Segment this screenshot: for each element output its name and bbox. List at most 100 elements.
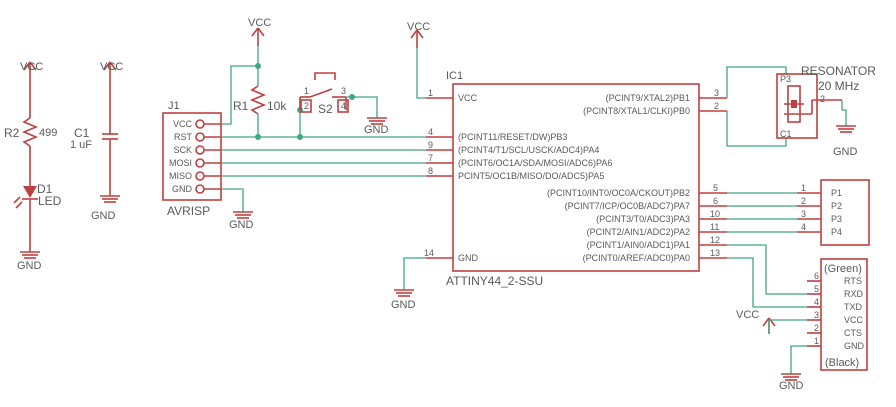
s2-pin-2: 2 <box>304 101 309 111</box>
j1-pin-rst: RST <box>174 132 193 142</box>
ic1-pin-num-5: 5 <box>713 183 718 193</box>
ftdi-pin-num-5: 5 <box>814 284 819 294</box>
resonator-pin-p3: P3 <box>780 74 791 84</box>
r2-ref: R2 <box>4 126 20 140</box>
gnd-label-c1: GND <box>91 210 116 222</box>
resonator-20mhz[interactable]: P3 2 C1 RESONATOR 20 MHz <box>776 64 876 139</box>
gnd-symbol-j1: GND <box>229 211 254 231</box>
r1-value: 10k <box>267 99 287 113</box>
ic1-pin-num-8: 8 <box>428 166 433 176</box>
gnd-symbol-s2: GND <box>364 117 389 136</box>
ic1-pin-pa5: PCINT5/OC1B/MISO/DO/ADC5)PA5 <box>458 171 604 181</box>
r2-value: 499 <box>39 127 57 139</box>
ic1-pin-pb1: (PCINT9/XTAL2)PB1 <box>606 93 690 103</box>
ftdi-pin-rxd: RXD <box>844 289 864 299</box>
header-label-p3: P3 <box>831 214 842 224</box>
vcc-label-ftdi: VCC <box>736 309 759 321</box>
ic1-pin-num-12: 12 <box>710 235 720 245</box>
ftdi-pin-txd: TXD <box>844 302 863 312</box>
ftdi-top-label: (Green) <box>824 263 862 275</box>
s2-pin-1: 1 <box>304 86 309 96</box>
header-pin-num-3: 3 <box>801 209 806 219</box>
vcc-label-r2: VCC <box>20 61 43 73</box>
ic1-pin-num-3: 3 <box>714 88 719 98</box>
resonator-pin-c1: C1 <box>780 129 792 139</box>
vcc-symbol-c1: VCC <box>100 61 123 80</box>
s2-pin-3: 3 <box>341 86 346 96</box>
ic1-ref: IC1 <box>446 70 463 82</box>
j1-pin-vcc: VCC <box>173 119 193 129</box>
ic1-pin-gnd: GND <box>458 253 479 263</box>
gnd-label-ic1: GND <box>391 299 416 311</box>
vcc-label-r1: VCC <box>248 17 271 29</box>
s2-pin-4: 4 <box>341 101 346 111</box>
c1-ref: C1 <box>74 126 90 140</box>
header-pin-num-2: 2 <box>801 196 806 206</box>
led-branch: VCC R2 499 D1 LED GND <box>4 61 62 272</box>
gnd-symbol-c1: GND <box>91 195 120 222</box>
j1-value: AVRISP <box>167 204 210 218</box>
ftdi-pin-num-4: 4 <box>814 297 819 307</box>
ic1-pin-vcc: VCC <box>458 93 478 103</box>
microcontroller-ic1[interactable]: IC1 ATTINY44_2-SSU 1 4 9 7 8 14 VCC (PCI… <box>424 70 727 288</box>
resonator-ref: RESONATOR <box>801 64 876 78</box>
ic1-pin-pb2: (PCINT10/INT0/OC0A/CKOUT)PB2 <box>547 188 690 198</box>
ftdi-pin-num-6: 6 <box>814 271 819 281</box>
ftdi-pin-num-3: 3 <box>814 310 819 320</box>
j1-pin-mosi: MOSI <box>169 158 192 168</box>
gnd-label-j1: GND <box>229 219 254 231</box>
j1-pin-gnd: GND <box>172 184 193 194</box>
ic1-value: ATTINY44_2-SSU <box>446 274 543 288</box>
ftdi-bottom-label: (Black) <box>825 357 859 369</box>
ftdi-pin-vcc: VCC <box>844 315 864 325</box>
vcc-label-c1: VCC <box>100 61 123 73</box>
header-label-p4: P4 <box>831 227 842 237</box>
ftdi-header[interactable]: (Green) (Black) 6 5 4 3 2 1 RTS RXD TXD … <box>807 258 868 371</box>
j1-pin-miso: MISO <box>169 171 192 181</box>
header-pin-num-1: 1 <box>801 183 806 193</box>
ftdi-pin-gnd: GND <box>844 341 865 351</box>
ic1-pin-num-11: 11 <box>710 222 719 232</box>
avrisp-header-j1[interactable]: J1 AVRISP VCC RST SCK MOSI MISO GND <box>162 100 222 218</box>
header-label-p1: P1 <box>831 188 842 198</box>
ic1-pin-num-1: 1 <box>428 88 433 98</box>
ic1-pin-pa4: (PCINT4/T1/SCL/USCK/ADC4)PA4 <box>458 145 599 155</box>
vcc-symbol-r2: VCC <box>20 61 43 80</box>
j1-ref: J1 <box>168 100 180 112</box>
ic1-pin-num-4: 4 <box>428 127 433 137</box>
ic1-pin-pa3: (PCINT3/T0/ADC3)PA3 <box>596 214 690 224</box>
ic1-pin-num-9: 9 <box>428 140 433 150</box>
gnd-label-s2: GND <box>364 124 389 136</box>
ic1-pin-num-14: 14 <box>424 248 434 258</box>
ic1-pin-num-7: 7 <box>428 153 433 163</box>
d1-value: LED <box>38 194 62 208</box>
ic1-pin-num-10: 10 <box>710 209 720 219</box>
header-pin-num-4: 4 <box>801 222 806 232</box>
ftdi-pin-rts: RTS <box>844 276 862 286</box>
ic1-pin-num-2: 2 <box>714 101 719 111</box>
vcc-symbol-r1: VCC <box>248 17 271 46</box>
ic1-pin-pb0: (PCINT8/XTAL1/CLKI)PB0 <box>583 106 690 116</box>
ic1-pin-pa2: (PCINT2/AIN1/ADC2)PA2 <box>587 227 690 237</box>
s2-ref: S2 <box>318 102 333 116</box>
capacitor-branch: VCC C1 1 uF GND <box>70 61 123 222</box>
ftdi-pin-num-1: 1 <box>814 336 819 346</box>
gnd-symbol-ftdi: GND <box>779 373 804 392</box>
gnd-symbol-led: GND <box>17 251 42 272</box>
gnd-symbol-ic1: GND <box>391 289 416 311</box>
ic1-pin-pa1: (PCINT1/AIN0/ADC1)PA1 <box>587 240 690 250</box>
ic1-pin-pa6: (PCINT6/OC1A/SDA/MOSI/ADC6)PA6 <box>458 158 612 168</box>
pushbutton-s2[interactable]: 1 2 3 4 S2 <box>299 72 349 116</box>
pin-header-p1-p4[interactable]: 1 2 3 4 P1 P2 P3 P4 <box>797 179 870 246</box>
j1-pin-sck: SCK <box>173 145 192 155</box>
resistor-r2[interactable] <box>21 117 39 147</box>
gnd-label-ftdi: GND <box>779 380 804 392</box>
header-label-p2: P2 <box>831 201 842 211</box>
d1-ref: D1 <box>37 182 53 196</box>
resistor-r1[interactable] <box>249 85 267 115</box>
led-d1[interactable] <box>23 186 37 198</box>
ic1-pin-pb3: (PCINT11/RESET/DW)PB3 <box>458 132 567 142</box>
gnd-symbol-resonator: GND <box>833 125 858 158</box>
gnd-label-resonator: GND <box>833 146 858 158</box>
